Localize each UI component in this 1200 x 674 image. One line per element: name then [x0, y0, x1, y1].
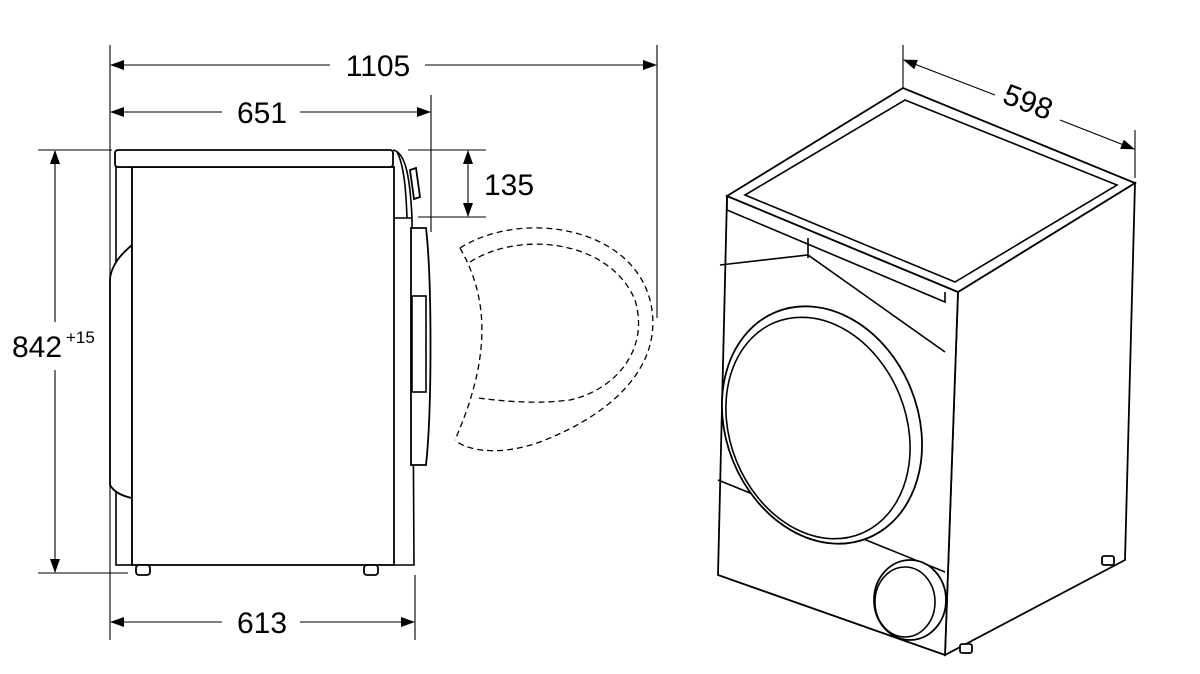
door-icon: [721, 305, 923, 545]
dimension-651: 651: [110, 97, 431, 130]
dimension-842: 842 +15: [12, 150, 95, 573]
perspective-view-dryer: [717, 86, 1137, 657]
foot-icon: [135, 564, 151, 576]
dimension-label-135: 135: [484, 169, 534, 202]
dimension-label-651: 651: [237, 97, 287, 130]
dimension-label-613: 613: [237, 607, 287, 640]
side-view-dryer: [109, 149, 432, 576]
dimension-1105: 1105: [110, 50, 657, 83]
dimension-label-1105: 1105: [346, 50, 411, 83]
door-swing-outline: [454, 227, 654, 452]
dimension-tolerance: +15: [66, 328, 95, 347]
foot-icon: [363, 564, 379, 576]
dimension-label-842: 842: [12, 331, 62, 364]
dimension-613: 613: [110, 607, 415, 640]
dimension-135: 135: [463, 150, 534, 217]
dimension-label-598: 598: [999, 78, 1058, 127]
